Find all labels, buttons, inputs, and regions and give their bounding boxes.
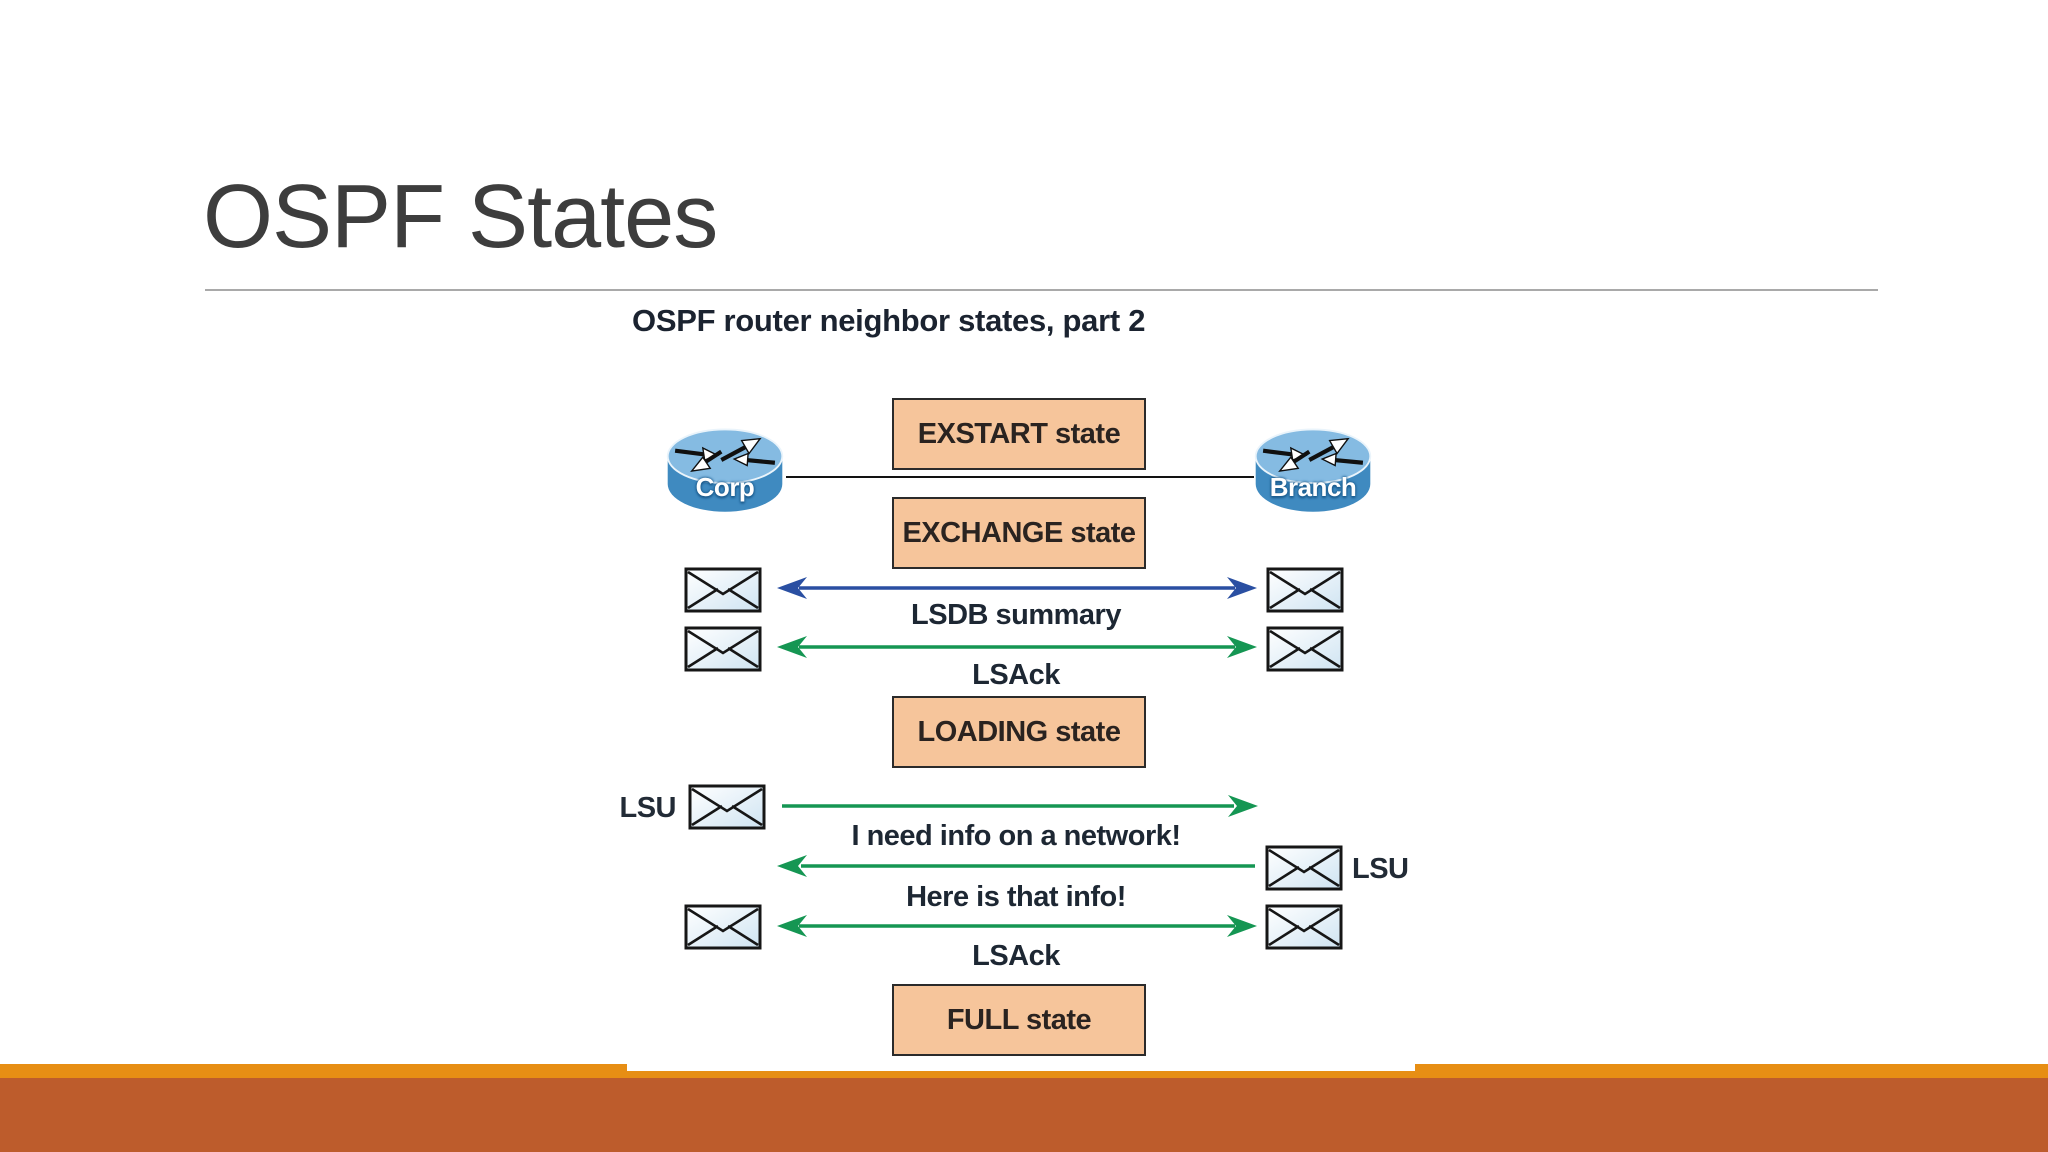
router-branch-label: Branch bbox=[1269, 472, 1357, 502]
envelope-icon bbox=[1266, 626, 1344, 672]
footer-stripe bbox=[0, 1064, 2048, 1078]
lsdb-summary-label: LSDB summary bbox=[911, 599, 1121, 631]
lsack-arrow-2 bbox=[777, 915, 1257, 937]
lsu-request-arrow bbox=[782, 795, 1258, 817]
lsack-label-1: LSAck bbox=[972, 659, 1060, 691]
envelope-icon bbox=[684, 567, 762, 613]
figure-title: OSPF router neighbor states, part 2 bbox=[632, 303, 1146, 338]
envelope-icon bbox=[684, 904, 762, 950]
here-info-label: Here is that info! bbox=[906, 881, 1126, 913]
router-corp-label: Corp bbox=[695, 472, 755, 502]
router-corp: Corp bbox=[664, 424, 786, 520]
envelope-icon bbox=[684, 626, 762, 672]
lsack-label-2: LSAck bbox=[972, 940, 1060, 972]
lsack-arrow-1 bbox=[777, 636, 1257, 658]
need-info-label: I need info on a network! bbox=[851, 820, 1181, 852]
state-box-exstart: EXSTART state bbox=[892, 398, 1146, 470]
figure-background-notch bbox=[627, 1064, 1415, 1071]
envelope-icon bbox=[688, 784, 766, 830]
router-link-line bbox=[786, 476, 1254, 478]
router-branch: Branch bbox=[1252, 424, 1374, 520]
lsu-reply-arrow bbox=[777, 855, 1255, 877]
lsu-tag-right: LSU bbox=[1352, 853, 1409, 885]
lsu-tag-left: LSU bbox=[619, 792, 677, 824]
envelope-icon bbox=[1265, 845, 1343, 891]
envelope-icon bbox=[1265, 904, 1343, 950]
state-box-full: FULL state bbox=[892, 984, 1146, 1056]
lsdb-summary-arrow bbox=[777, 577, 1257, 599]
slide-title: OSPF States bbox=[203, 167, 718, 267]
footer-bar bbox=[0, 1078, 2048, 1152]
title-rule bbox=[205, 289, 1878, 291]
state-box-exchange: EXCHANGE state bbox=[892, 497, 1146, 569]
state-box-loading: LOADING state bbox=[892, 696, 1146, 768]
envelope-icon bbox=[1266, 567, 1344, 613]
